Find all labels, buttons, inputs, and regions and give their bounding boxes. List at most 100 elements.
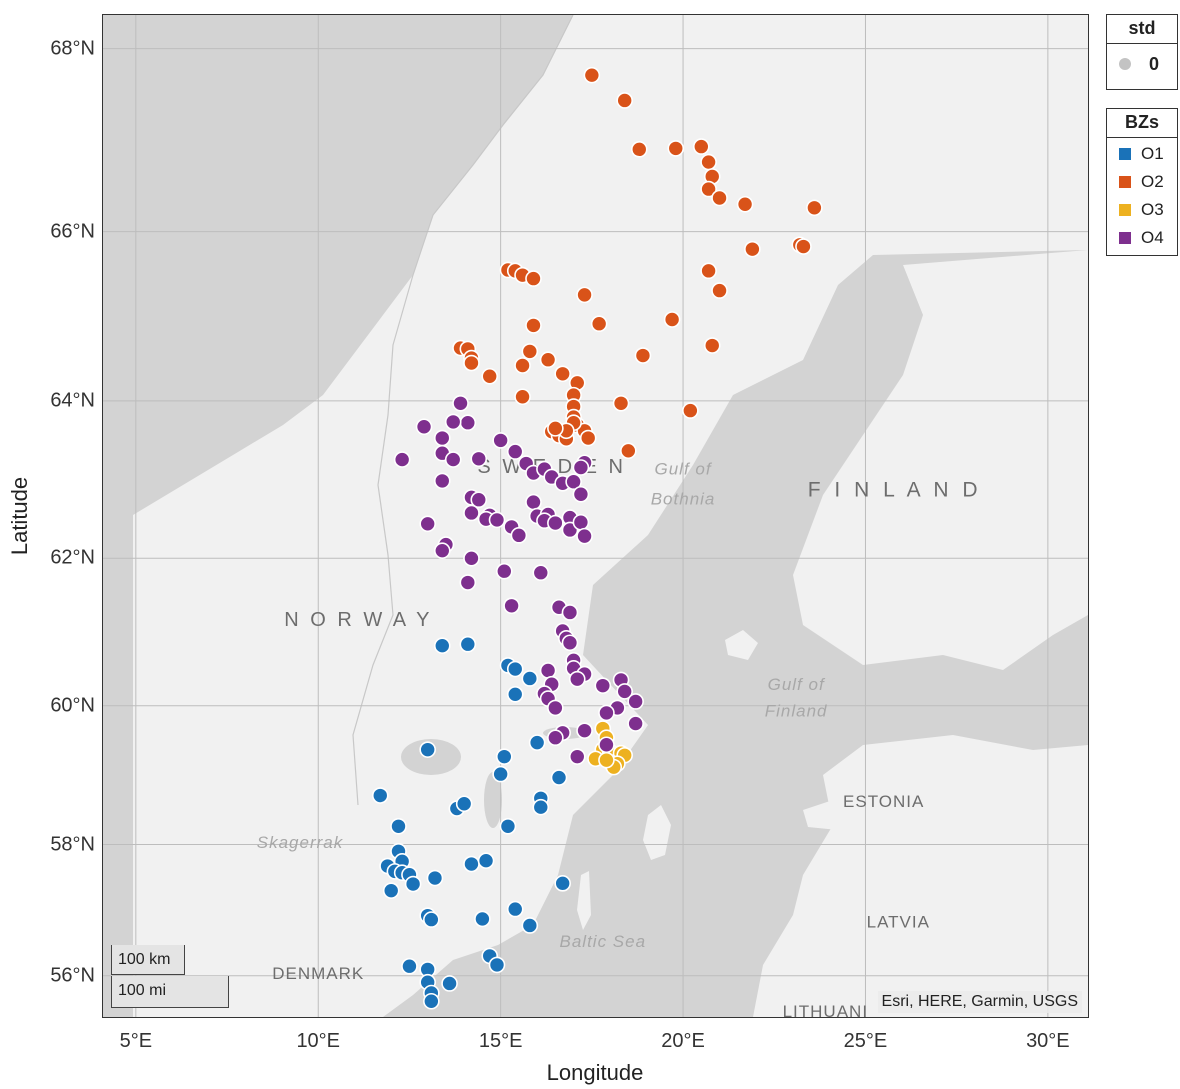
- station-point-o2[interactable]: [795, 238, 812, 255]
- station-point-o4[interactable]: [568, 748, 586, 765]
- station-point-o1[interactable]: [506, 660, 524, 678]
- station-point-o4[interactable]: [470, 450, 488, 468]
- station-point-o1[interactable]: [441, 975, 458, 992]
- station-point-o1[interactable]: [426, 869, 444, 887]
- station-point-o2[interactable]: [463, 354, 480, 372]
- station-point-o4[interactable]: [506, 443, 524, 460]
- station-point-o4[interactable]: [503, 597, 520, 615]
- station-point-o4[interactable]: [433, 472, 451, 490]
- station-point-o2[interactable]: [634, 347, 652, 364]
- station-point-o1[interactable]: [401, 957, 418, 975]
- station-point-o2[interactable]: [682, 402, 699, 419]
- station-point-o1[interactable]: [474, 910, 491, 928]
- station-point-o4[interactable]: [459, 574, 477, 591]
- station-point-o4[interactable]: [547, 514, 564, 532]
- bz-legend-item-o3[interactable]: O3: [1107, 196, 1177, 224]
- station-point-o3[interactable]: [598, 751, 615, 769]
- station-point-o2[interactable]: [620, 442, 637, 460]
- station-point-o1[interactable]: [506, 686, 524, 703]
- bz-legend-item-o1[interactable]: O1: [1107, 140, 1177, 168]
- station-point-o4[interactable]: [393, 451, 411, 468]
- station-point-o2[interactable]: [583, 66, 601, 84]
- station-point-o2[interactable]: [700, 180, 717, 198]
- station-point-o2[interactable]: [481, 367, 499, 385]
- station-point-o2[interactable]: [663, 311, 681, 328]
- station-point-o1[interactable]: [404, 875, 422, 893]
- station-points[interactable]: [371, 66, 823, 1010]
- station-point-o2[interactable]: [736, 195, 754, 213]
- station-point-o1[interactable]: [423, 992, 440, 1010]
- station-point-o4[interactable]: [415, 418, 433, 436]
- station-point-o4[interactable]: [576, 722, 593, 739]
- station-point-o1[interactable]: [433, 637, 451, 654]
- station-point-o1[interactable]: [506, 900, 524, 918]
- station-point-o4[interactable]: [561, 604, 579, 621]
- station-point-o1[interactable]: [488, 956, 506, 974]
- station-point-o1[interactable]: [495, 748, 513, 765]
- station-point-o2[interactable]: [711, 282, 728, 299]
- station-point-o2[interactable]: [703, 337, 721, 354]
- station-point-o4[interactable]: [572, 485, 590, 503]
- station-point-o1[interactable]: [554, 875, 571, 892]
- station-point-o2[interactable]: [576, 286, 593, 304]
- station-point-o4[interactable]: [539, 662, 557, 679]
- station-point-o2[interactable]: [554, 365, 571, 383]
- station-point-o4[interactable]: [492, 432, 509, 449]
- station-point-o4[interactable]: [459, 414, 477, 432]
- station-point-o1[interactable]: [492, 765, 509, 783]
- station-point-o1[interactable]: [459, 635, 477, 653]
- station-point-o4[interactable]: [627, 715, 644, 732]
- station-point-o2[interactable]: [514, 357, 531, 374]
- station-point-o2[interactable]: [579, 429, 597, 447]
- station-point-o2[interactable]: [744, 240, 761, 258]
- map-svg[interactable]: S W E D E NF I N L A N DN O R W A YESTON…: [103, 15, 1088, 1017]
- map-canvas[interactable]: S W E D E NF I N L A N DN O R W A YESTON…: [102, 14, 1089, 1018]
- station-point-o1[interactable]: [521, 917, 539, 934]
- station-point-o2[interactable]: [539, 351, 557, 369]
- station-point-o1[interactable]: [528, 734, 546, 751]
- station-point-o4[interactable]: [463, 504, 480, 522]
- station-point-o2[interactable]: [616, 92, 633, 109]
- station-point-o1[interactable]: [477, 852, 495, 869]
- station-point-o1[interactable]: [423, 911, 440, 928]
- station-point-o4[interactable]: [419, 515, 436, 533]
- station-point-o2[interactable]: [692, 138, 710, 155]
- station-point-o2[interactable]: [590, 315, 608, 333]
- station-point-o4[interactable]: [470, 491, 488, 509]
- station-point-o4[interactable]: [463, 550, 480, 567]
- station-point-o1[interactable]: [382, 882, 400, 899]
- station-point-o2[interactable]: [514, 388, 531, 406]
- station-point-o2[interactable]: [525, 317, 542, 334]
- station-point-o2[interactable]: [667, 140, 685, 157]
- bz-legend-item-o2[interactable]: O2: [1107, 168, 1177, 196]
- station-point-o4[interactable]: [572, 513, 590, 531]
- station-point-o1[interactable]: [371, 787, 389, 804]
- station-point-o4[interactable]: [598, 704, 615, 722]
- station-point-o2[interactable]: [806, 199, 823, 217]
- station-point-o1[interactable]: [521, 670, 539, 687]
- station-point-o4[interactable]: [594, 677, 612, 694]
- station-point-o4[interactable]: [598, 736, 615, 754]
- station-point-o2[interactable]: [711, 189, 728, 207]
- station-point-o1[interactable]: [419, 741, 436, 758]
- station-point-o4[interactable]: [433, 542, 451, 559]
- station-point-o4[interactable]: [576, 527, 593, 545]
- station-point-o4[interactable]: [547, 729, 564, 747]
- station-point-o1[interactable]: [390, 817, 407, 835]
- station-point-o4[interactable]: [444, 413, 462, 431]
- bz-legend-item-o4[interactable]: O4: [1107, 224, 1177, 252]
- station-point-o4[interactable]: [532, 564, 550, 582]
- station-point-o4[interactable]: [525, 493, 542, 511]
- station-point-o4[interactable]: [616, 683, 633, 700]
- station-point-o4[interactable]: [547, 699, 564, 717]
- station-point-o1[interactable]: [499, 817, 517, 835]
- station-point-o4[interactable]: [572, 459, 590, 476]
- station-point-o1[interactable]: [550, 769, 568, 786]
- station-point-o4[interactable]: [495, 562, 513, 580]
- station-point-o4[interactable]: [568, 670, 586, 688]
- station-point-o4[interactable]: [433, 429, 451, 447]
- station-point-o4[interactable]: [561, 634, 579, 652]
- station-point-o4[interactable]: [565, 473, 582, 491]
- station-point-o2[interactable]: [547, 420, 564, 437]
- station-point-o2[interactable]: [612, 394, 630, 412]
